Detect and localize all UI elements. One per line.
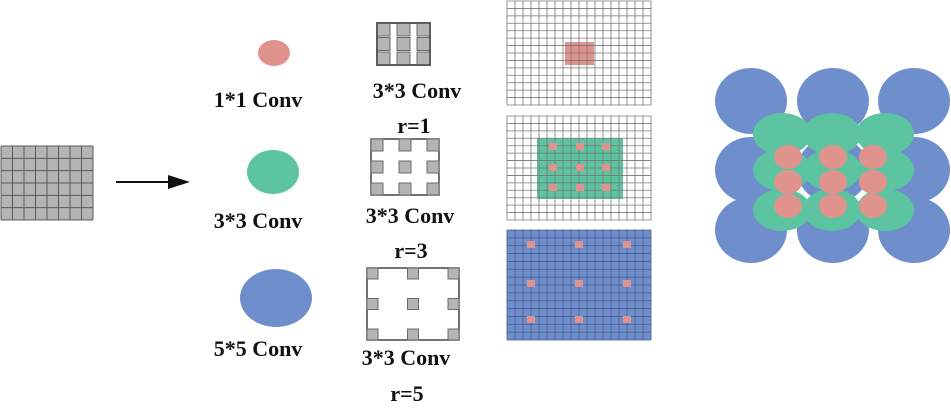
dilated-r5-rate-label: r=5 [390, 381, 423, 406]
field-dot [602, 184, 610, 191]
conv-5x5-circle [240, 269, 312, 327]
kernel-cell [416, 37, 431, 51]
kernel-cell [396, 37, 411, 51]
field-dot [575, 241, 583, 248]
kernel-cell [407, 298, 419, 310]
field-dot [623, 316, 631, 323]
kernel-cell [447, 267, 460, 280]
kernel-cell [416, 22, 431, 37]
conv-5x5-label: 5*5 Conv [214, 336, 303, 361]
field-dot [575, 280, 583, 287]
kernel-cell [376, 37, 391, 51]
kernel-cell [407, 328, 419, 341]
dilated-r3-rate-label: r=3 [394, 238, 427, 263]
kernel-cell [370, 138, 384, 152]
cluster-pink-ellipse [859, 170, 887, 194]
receptive-field-grid-r3 [506, 115, 652, 221]
cluster-pink-ellipse [819, 145, 847, 169]
conv-1x1-label: 1*1 Conv [214, 87, 303, 112]
kernel-outline [376, 22, 431, 66]
receptive-field-grid-r5 [506, 229, 652, 341]
field-dot [576, 184, 584, 191]
dilated-kernel-r1 [376, 22, 431, 66]
field-dot [549, 143, 557, 150]
field-dot [549, 164, 557, 171]
field-dot [527, 316, 535, 323]
cluster-green-ellipse [753, 113, 811, 155]
dilated-kernel-r5 [366, 267, 460, 341]
field-dot [575, 316, 583, 323]
dilated-r1-name-label: 3*3 Conv [373, 78, 462, 103]
field-dot [623, 241, 631, 248]
cluster-pink-ellipse [774, 170, 802, 194]
kernel-cell [376, 51, 391, 66]
kernel-cell [426, 182, 440, 196]
kernel-cell [426, 160, 440, 174]
field-dot [527, 280, 535, 287]
field-dot [549, 184, 557, 191]
kernel-cell [370, 160, 384, 174]
field-dot [576, 143, 584, 150]
kernel-cell [447, 298, 460, 310]
kernel-cell [376, 22, 391, 37]
kernel-cell [366, 298, 379, 310]
kernel-cell [416, 51, 431, 66]
conv-3x3-label: 3*3 Conv [214, 208, 303, 233]
kernel-cell [396, 22, 411, 37]
overlapping-receptive-fields [715, 68, 950, 263]
cluster-pink-ellipse [859, 194, 887, 218]
field-dot [623, 280, 631, 287]
dilated-r3-name-label: 3*3 Conv [366, 203, 455, 228]
cluster-pink-ellipse [819, 170, 847, 194]
receptive-field-grid-r1 [506, 0, 652, 106]
dilated-kernel-r3 [370, 138, 440, 196]
kernel-cell [398, 160, 412, 174]
kernel-cell [398, 182, 412, 196]
conv-1x1-circle [258, 40, 290, 66]
kernel-cell [398, 138, 412, 152]
kernel-cell [407, 267, 419, 280]
field-dot [576, 164, 584, 171]
kernel-cell [366, 267, 379, 280]
field-dot [527, 241, 535, 248]
kernel-cell [447, 328, 460, 341]
cluster-green-ellipse [803, 113, 861, 155]
conv-3x3-circle [247, 150, 299, 194]
cluster-pink-ellipse [774, 194, 802, 218]
dilated-r1-rate-label: r=1 [397, 113, 430, 138]
cluster-pink-ellipse [859, 145, 887, 169]
kernel-cell [370, 182, 384, 196]
cluster-pink-ellipse [819, 194, 847, 218]
kernel-cell [426, 138, 440, 152]
field-dot [602, 143, 610, 150]
cluster-green-ellipse [856, 113, 914, 155]
arrow-icon [116, 175, 190, 189]
input-feature-grid [0, 145, 94, 221]
cluster-pink-ellipse [774, 145, 802, 169]
dilated-r5-name-label: 3*3 Conv [362, 345, 451, 370]
kernel-cell [366, 328, 379, 341]
field-dot [602, 164, 610, 171]
kernel-cell [396, 51, 411, 66]
